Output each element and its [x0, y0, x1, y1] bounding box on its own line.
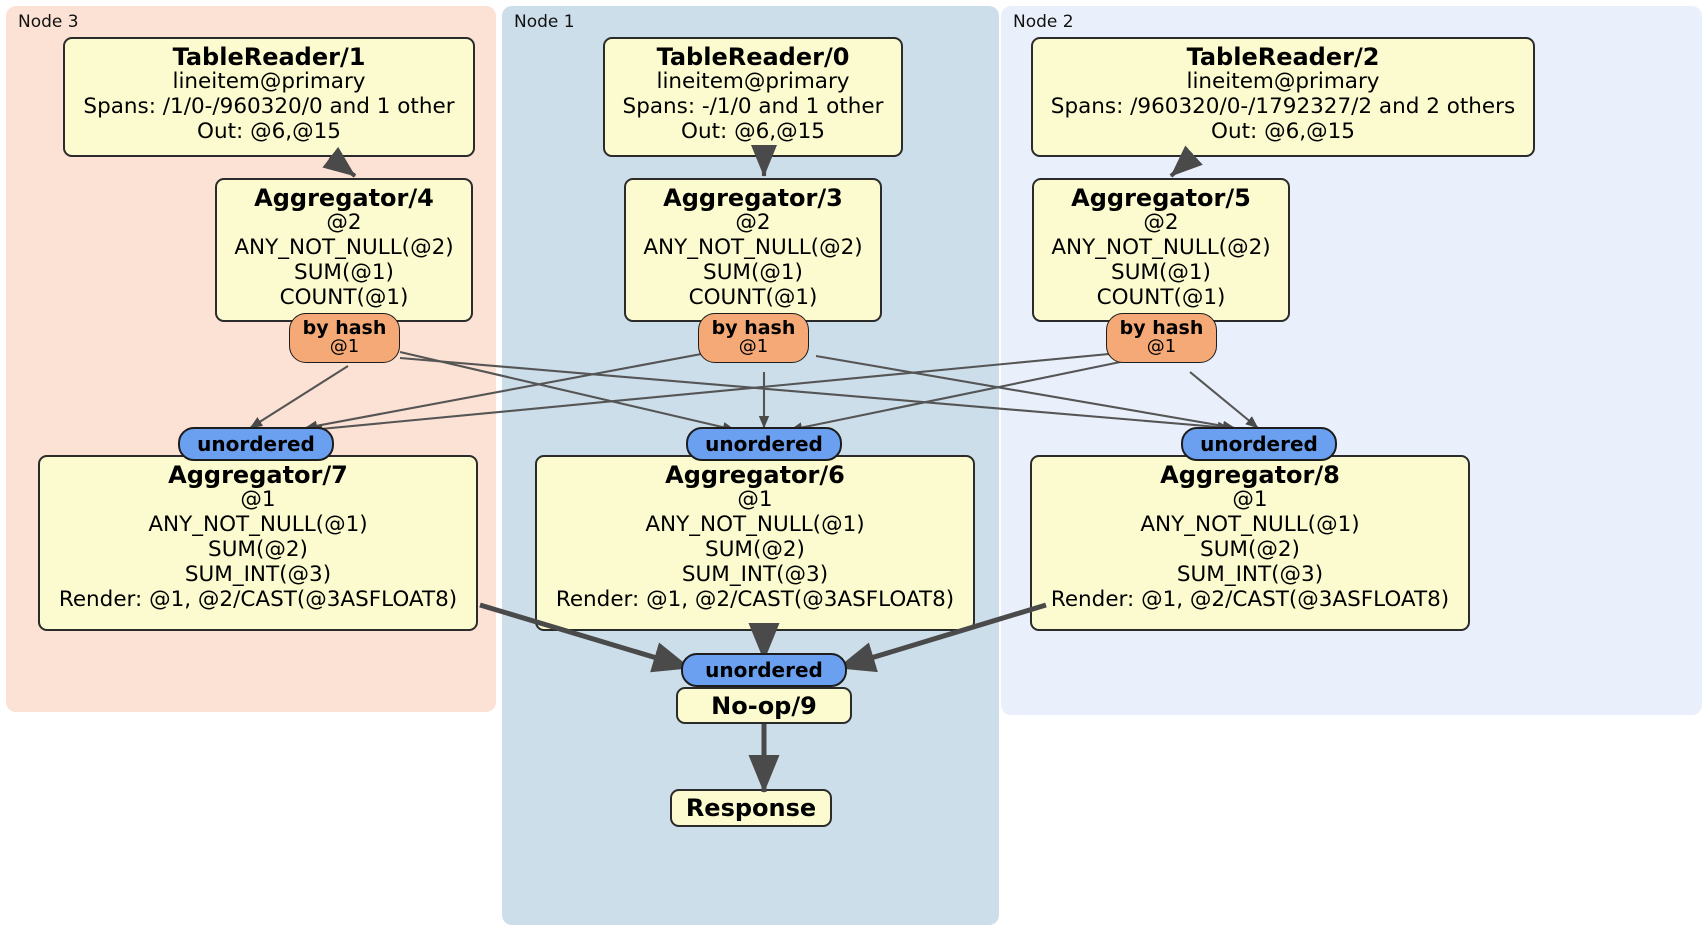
- synchronizer-unordered-node-2[interactable]: unordered: [1181, 427, 1337, 461]
- processor-response[interactable]: Response: [670, 789, 832, 827]
- processor-aggregator-3[interactable]: Aggregator/3 @2 ANY_NOT_NULL(@2) SUM(@1)…: [624, 178, 882, 322]
- processor-line: @1: [1232, 487, 1268, 513]
- processor-aggregator-5[interactable]: Aggregator/5 @2 ANY_NOT_NULL(@2) SUM(@1)…: [1032, 178, 1290, 322]
- processor-line: SUM(@1): [294, 260, 394, 286]
- synchronizer-unordered-node-3[interactable]: unordered: [178, 427, 334, 461]
- processor-title: Aggregator/6: [665, 461, 845, 489]
- processor-line: Out: @6,@15: [1211, 119, 1355, 145]
- router-by-hash-node-1[interactable]: by hash @1: [698, 313, 809, 363]
- processor-line: @2: [1143, 210, 1179, 236]
- processor-line: ANY_NOT_NULL(@2): [234, 235, 454, 261]
- processor-line: Out: @6,@15: [681, 119, 825, 145]
- processor-line: @1: [737, 487, 773, 513]
- processor-aggregator-4[interactable]: Aggregator/4 @2 ANY_NOT_NULL(@2) SUM(@1)…: [215, 178, 473, 322]
- processor-line: COUNT(@1): [688, 285, 818, 311]
- router-column: @1: [329, 336, 360, 358]
- processor-line: @2: [735, 210, 771, 236]
- processor-line: Spans: /960320/0-/1792327/2 and 2 others: [1050, 94, 1516, 120]
- panel-node-3-label: Node 3: [18, 12, 79, 32]
- processor-line: Spans: /1/0-/960320/0 and 1 other: [83, 94, 455, 120]
- processor-title: Response: [685, 794, 817, 822]
- processor-line: Render: @1, @2/CAST(@3ASFLOAT8): [555, 587, 955, 613]
- processor-line: lineitem@primary: [1186, 69, 1380, 95]
- router-column: @1: [1146, 336, 1177, 358]
- processor-aggregator-8[interactable]: Aggregator/8 @1 ANY_NOT_NULL(@1) SUM(@2)…: [1030, 455, 1470, 631]
- router-by-hash-node-2[interactable]: by hash @1: [1106, 313, 1217, 363]
- processor-line: SUM_INT(@3): [184, 562, 332, 588]
- processor-line: COUNT(@1): [279, 285, 409, 311]
- processor-line: Spans: -/1/0 and 1 other: [622, 94, 884, 120]
- router-kind: by hash: [1119, 317, 1204, 340]
- processor-line: @1: [240, 487, 276, 513]
- processor-title: TableReader/2: [1186, 43, 1380, 71]
- processor-line: ANY_NOT_NULL(@2): [1051, 235, 1271, 261]
- processor-line: SUM(@1): [1111, 260, 1211, 286]
- processor-no-op-9[interactable]: No-op/9: [676, 687, 852, 724]
- processor-line: ANY_NOT_NULL(@1): [1140, 512, 1360, 538]
- processor-line: @2: [326, 210, 362, 236]
- processor-line: Render: @1, @2/CAST(@3ASFLOAT8): [1050, 587, 1450, 613]
- router-by-hash-node-3[interactable]: by hash @1: [289, 313, 400, 363]
- synchronizer-unordered-node-1[interactable]: unordered: [686, 427, 842, 461]
- processor-line: COUNT(@1): [1096, 285, 1226, 311]
- processor-tablereader-0[interactable]: TableReader/0 lineitem@primary Spans: -/…: [603, 37, 903, 157]
- router-column: @1: [738, 336, 769, 358]
- panel-node-1-label: Node 1: [514, 12, 575, 32]
- processor-line: ANY_NOT_NULL(@1): [148, 512, 368, 538]
- processor-aggregator-6[interactable]: Aggregator/6 @1 ANY_NOT_NULL(@1) SUM(@2)…: [535, 455, 975, 631]
- processor-line: Out: @6,@15: [197, 119, 341, 145]
- processor-line: SUM(@2): [208, 537, 308, 563]
- processor-title: TableReader/1: [172, 43, 366, 71]
- synchronizer-label: unordered: [705, 432, 823, 456]
- processor-line: SUM_INT(@3): [681, 562, 829, 588]
- processor-line: lineitem@primary: [172, 69, 366, 95]
- processor-line: lineitem@primary: [656, 69, 850, 95]
- panel-node-2-label: Node 2: [1013, 12, 1074, 32]
- processor-line: SUM(@2): [705, 537, 805, 563]
- processor-title: No-op/9: [711, 691, 817, 720]
- processor-tablereader-2[interactable]: TableReader/2 lineitem@primary Spans: /9…: [1031, 37, 1535, 157]
- router-kind: by hash: [302, 317, 387, 340]
- processor-line: SUM_INT(@3): [1176, 562, 1324, 588]
- processor-title: Aggregator/8: [1160, 461, 1340, 489]
- router-kind: by hash: [711, 317, 796, 340]
- processor-tablereader-1[interactable]: TableReader/1 lineitem@primary Spans: /1…: [63, 37, 475, 157]
- processor-title: Aggregator/4: [254, 184, 434, 212]
- processor-line: ANY_NOT_NULL(@1): [645, 512, 865, 538]
- processor-title: TableReader/0: [656, 43, 850, 71]
- synchronizer-label: unordered: [197, 432, 315, 456]
- processor-line: SUM(@1): [703, 260, 803, 286]
- processor-line: SUM(@2): [1200, 537, 1300, 563]
- processor-line: ANY_NOT_NULL(@2): [643, 235, 863, 261]
- synchronizer-label: unordered: [705, 658, 823, 682]
- processor-line: Render: @1, @2/CAST(@3ASFLOAT8): [58, 587, 458, 613]
- synchronizer-label: unordered: [1200, 432, 1318, 456]
- synchronizer-unordered-final[interactable]: unordered: [681, 653, 847, 687]
- processor-title: Aggregator/7: [168, 461, 348, 489]
- processor-aggregator-7[interactable]: Aggregator/7 @1 ANY_NOT_NULL(@1) SUM(@2)…: [38, 455, 478, 631]
- processor-title: Aggregator/5: [1071, 184, 1251, 212]
- processor-title: Aggregator/3: [663, 184, 843, 212]
